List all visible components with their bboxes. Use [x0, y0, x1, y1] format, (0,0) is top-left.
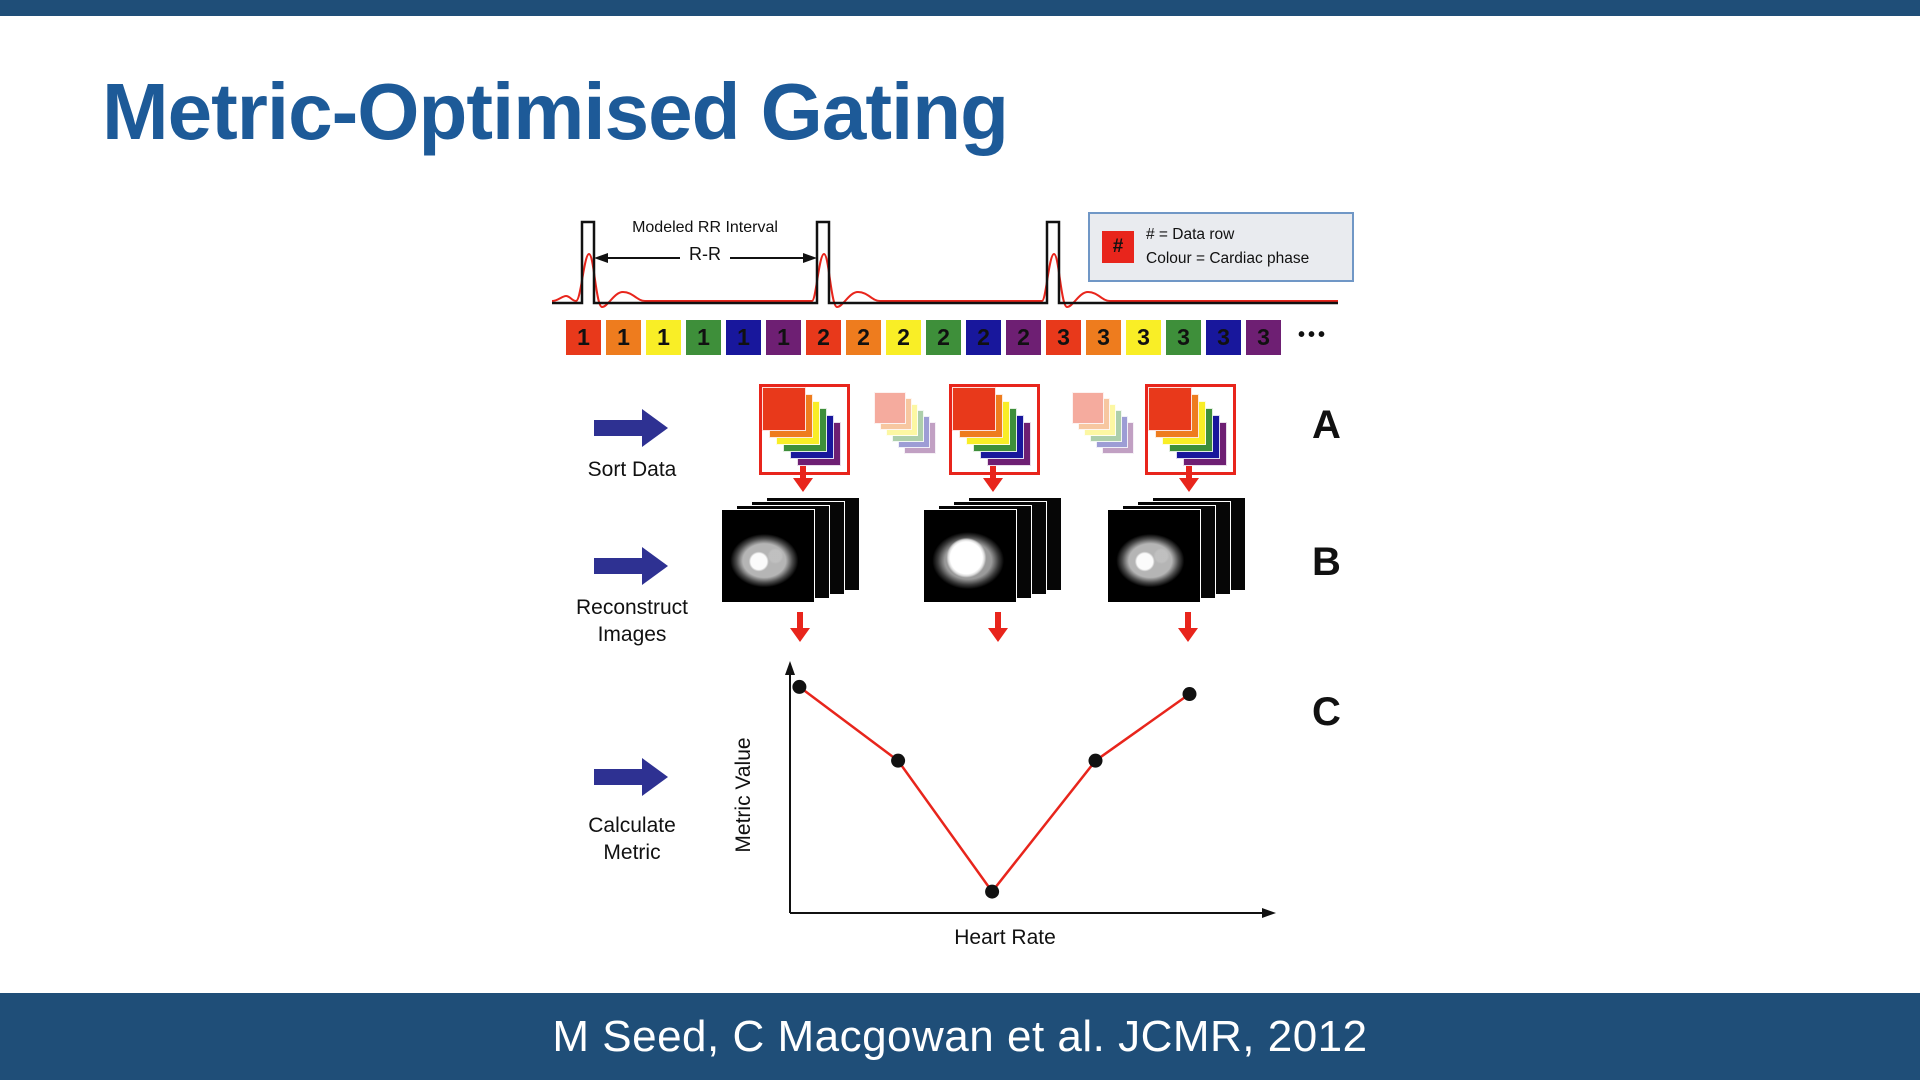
data-row-cell: 2 [926, 320, 961, 355]
mri-image-stack [923, 496, 1084, 608]
step-letter-a: A [1312, 403, 1341, 447]
stack-square [880, 398, 912, 430]
stack-square [886, 404, 918, 436]
y-axis-label: Metric Value [732, 737, 755, 853]
metric-point [1088, 753, 1103, 768]
mri-frame-front [923, 509, 1017, 603]
stack-square [1078, 398, 1110, 430]
step-letter-c: C [1312, 690, 1341, 734]
page-title: Metric-Optimised Gating [102, 67, 1009, 156]
data-row-cell: 2 [1006, 320, 1041, 355]
legend-line-1: # = Data row [1146, 225, 1235, 243]
legend-color-swatch: # [1102, 231, 1134, 263]
metric-point [1182, 687, 1197, 702]
data-row-cell: 2 [886, 320, 921, 355]
step-label-sort: Sort Data [587, 458, 677, 481]
down-arrow-icon [793, 462, 813, 492]
data-row-cell: 2 [966, 320, 1001, 355]
data-row-cell: 1 [646, 320, 681, 355]
x-axis-arrowhead [1262, 908, 1276, 918]
mri-frame-front [721, 509, 815, 603]
citation-bar: M Seed, C Macgowan et al. JCMR, 2012 [0, 993, 1920, 1080]
stack-square [1096, 416, 1128, 448]
data-row-cell: 1 [726, 320, 761, 355]
data-row-cell: 3 [1166, 320, 1201, 355]
data-row-cell: 1 [566, 320, 601, 355]
metric-plot [785, 661, 1276, 918]
data-row-ellipsis: ••• [1298, 324, 1329, 346]
metric-point [985, 884, 1000, 899]
ecg-gating-pulses [552, 220, 1338, 305]
top-accent-bar [0, 0, 1920, 16]
data-row-cell: 1 [766, 320, 801, 355]
step-label-calculate: Calculate Metric [588, 814, 676, 865]
step-letter-b: B [1312, 540, 1341, 584]
metric-point [891, 753, 906, 768]
citation-text: M Seed, C Macgowan et al. JCMR, 2012 [552, 1011, 1368, 1061]
stack-square [1072, 392, 1104, 424]
metric-point [792, 679, 807, 694]
sorted-stack-selected [1145, 384, 1236, 475]
mri-image-stack [1107, 496, 1268, 608]
reconstruct-flow-arrow-icon [594, 547, 670, 585]
stack-square [892, 410, 924, 442]
step-label-reconstruct: Reconstruct Images [575, 596, 689, 647]
stack-square [952, 387, 996, 431]
data-row-cell: 3 [1086, 320, 1121, 355]
stack-square [1090, 410, 1122, 442]
down-arrow-icon [790, 612, 810, 642]
sorted-stack-selected [949, 384, 1040, 475]
legend-line-2: Colour = Cardiac phase [1146, 250, 1310, 267]
data-row-cell: 1 [606, 320, 641, 355]
data-row-cell: 3 [1206, 320, 1241, 355]
down-arrow-icon [988, 612, 1008, 642]
down-arrow-icon [983, 462, 1003, 492]
calculate-flow-arrow-icon [594, 758, 670, 796]
data-row-cell: 1 [686, 320, 721, 355]
sort-flow-arrow-icon [594, 409, 670, 447]
down-arrow-icon [1179, 462, 1199, 492]
modeled-rr-interval-label: Modeled RR Interval [632, 219, 778, 236]
sorted-stack-selected [759, 384, 850, 475]
legend-text: # = Data row Colour = Cardiac phase [1146, 223, 1309, 271]
rr-label: R-R [680, 244, 730, 265]
mri-frame-front [1107, 509, 1201, 603]
stack-square [762, 387, 806, 431]
x-axis-label: Heart Rate [954, 926, 1056, 949]
data-row-cell: 2 [846, 320, 881, 355]
stack-square [1102, 422, 1134, 454]
data-row-cell: 3 [1126, 320, 1161, 355]
data-row-cell: 3 [1246, 320, 1281, 355]
stack-square [1084, 404, 1116, 436]
mri-image-stack [721, 496, 882, 608]
stack-square [898, 416, 930, 448]
down-arrow-icon [1178, 612, 1198, 642]
legend-box: # # = Data row Colour = Cardiac phase [1088, 212, 1354, 282]
data-row-cell: 2 [806, 320, 841, 355]
sorted-stack [1072, 392, 1136, 456]
y-axis-arrowhead [785, 661, 795, 675]
data-row-cell: 3 [1046, 320, 1081, 355]
stack-square [1148, 387, 1192, 431]
sorted-stack [874, 392, 938, 456]
stack-square [904, 422, 936, 454]
metric-curve [798, 685, 1191, 894]
stack-square [874, 392, 906, 424]
